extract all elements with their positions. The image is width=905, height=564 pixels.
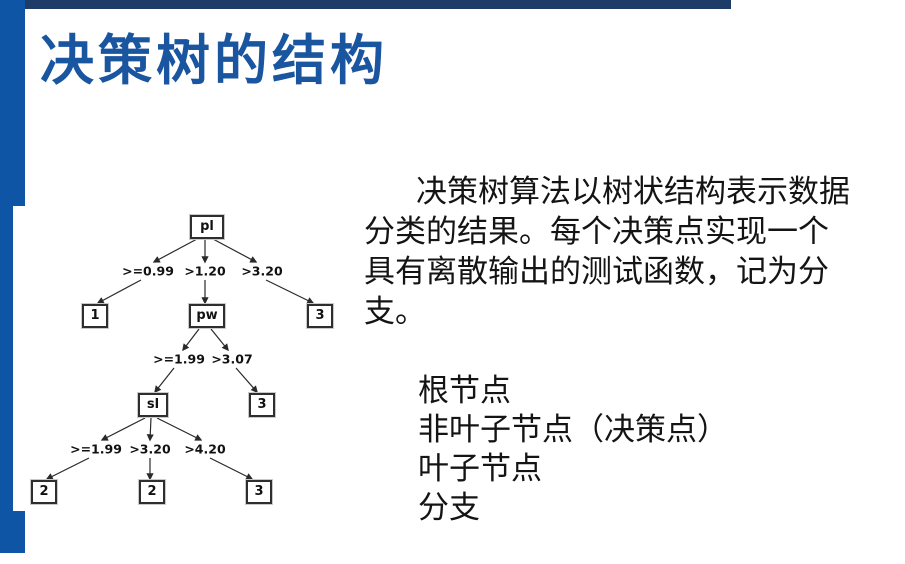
left-accent-bar-bottom xyxy=(0,511,25,553)
tree-edge-label: >=1.99 xyxy=(69,441,123,457)
tree-node-3: 3 xyxy=(307,304,333,328)
tree-edge-label: >4.20 xyxy=(183,441,227,457)
term-branch: 分支 xyxy=(418,490,480,525)
left-accent-bar-middle xyxy=(0,206,13,511)
body-paragraph: 决策树算法以树状结构表示数据 分类的结果。每个决策点实现一个 具有离散输出的测试… xyxy=(364,174,850,329)
tree-edge-line xyxy=(156,417,203,441)
left-accent-bar-top xyxy=(0,0,25,206)
tree-node-pw: pw xyxy=(189,304,225,328)
term-leaf-node: 叶子节点 xyxy=(418,451,542,486)
tree-edge-line xyxy=(152,238,198,263)
tree-edge-label: >3.20 xyxy=(240,263,284,279)
tree-edge-line xyxy=(182,328,200,352)
term-root-node: 根节点 xyxy=(418,373,511,408)
tree-node-1: 1 xyxy=(82,304,108,328)
bottom-accent-bar xyxy=(0,0,731,9)
tree-edge-line xyxy=(209,457,254,480)
tree-node-pl: pl xyxy=(190,215,224,239)
tree-edge-line xyxy=(146,417,154,442)
tree-node-2: 2 xyxy=(31,480,57,504)
tree-edge-line xyxy=(96,279,142,304)
tree-edge-line xyxy=(154,367,175,394)
tree-node-3: 3 xyxy=(249,393,275,417)
tree-node-sl: sl xyxy=(138,393,168,417)
tree-edge-line xyxy=(235,367,258,394)
tree-edge-label: >3.20 xyxy=(128,441,172,457)
term-non-leaf-node: 非叶子节点（决策点） xyxy=(418,412,728,447)
tree-edge-line xyxy=(45,457,90,480)
tree-edge-label: >1.20 xyxy=(183,263,227,279)
tree-edge-line xyxy=(100,417,146,441)
tree-edge-label: >=0.99 xyxy=(121,263,175,279)
slide-title: 决策树的结构 xyxy=(40,28,388,92)
tree-edge-line xyxy=(265,279,315,304)
tree-edge-line xyxy=(210,328,229,352)
term-list: 根节点 非叶子节点（决策点） 叶子节点 分支 xyxy=(418,371,728,527)
tree-node-3: 3 xyxy=(246,480,272,504)
tree-edge-label: >3.07 xyxy=(210,351,254,367)
tree-edge-label: >=1.99 xyxy=(152,351,206,367)
tree-edge-line xyxy=(212,238,258,263)
tree-node-2: 2 xyxy=(139,480,165,504)
